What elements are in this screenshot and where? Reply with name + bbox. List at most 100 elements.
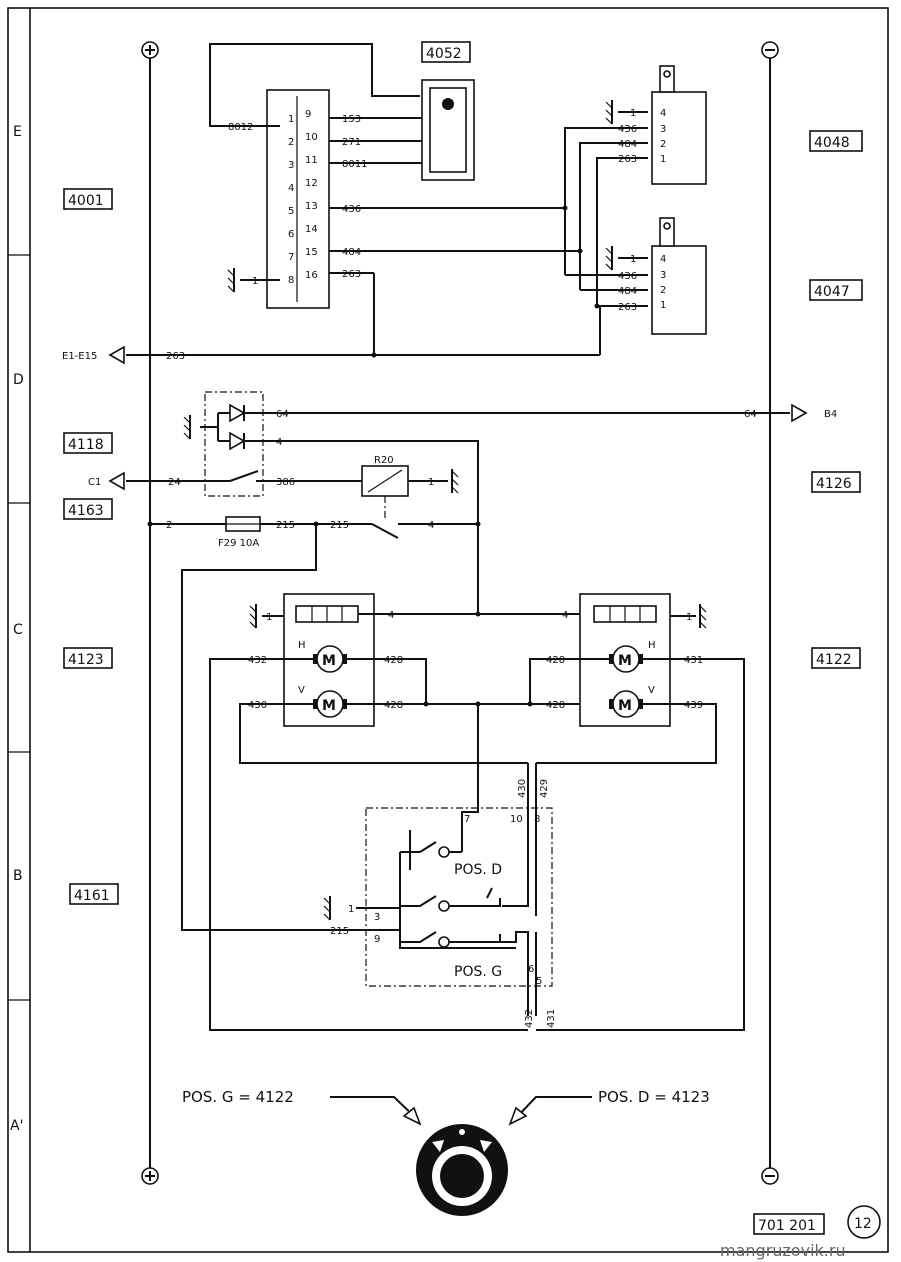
- relay-r20: [361, 465, 409, 497]
- svg-text:1: 1: [428, 477, 434, 488]
- svg-text:436: 436: [618, 124, 637, 135]
- wire-label-263: 263: [342, 269, 361, 280]
- ref-box-4161: 4161: [69, 883, 119, 905]
- svg-text:12: 12: [305, 178, 318, 189]
- svg-text:484: 484: [618, 286, 637, 297]
- svg-text:15: 15: [305, 247, 318, 258]
- ref-box-4122: 4122: [811, 647, 861, 669]
- wire-label-436: 436: [342, 204, 361, 215]
- ref-box-4001: 4001: [63, 188, 113, 210]
- arrow-pos-d: [508, 1106, 528, 1126]
- connector-label-e1e15: E1-E15: [62, 351, 97, 362]
- wire-label-432: 432: [248, 655, 267, 666]
- svg-text:6: 6: [288, 229, 294, 240]
- svg-text:3: 3: [288, 160, 294, 171]
- wire-label-428: 428: [384, 655, 403, 666]
- svg-text:4: 4: [562, 610, 568, 621]
- svg-text:1: 1: [630, 108, 636, 119]
- unit-4052: [421, 79, 475, 181]
- wire-label-2: 2: [166, 520, 172, 531]
- svg-text:6: 6: [528, 964, 534, 975]
- svg-text:V: V: [298, 685, 305, 696]
- svg-text:V: V: [648, 685, 655, 696]
- svg-text:5: 5: [536, 976, 542, 987]
- svg-text:701 201: 701 201: [758, 1218, 816, 1234]
- wire-label-64: 64: [276, 409, 289, 420]
- contact-upper: [438, 846, 450, 858]
- ref-box-4123: 4123: [63, 647, 113, 669]
- wire-label-271: 271: [342, 137, 361, 148]
- ref-box-4052: 4052: [421, 41, 471, 63]
- zone-label-d: D: [13, 372, 24, 388]
- diode-lower: [229, 431, 246, 451]
- wire-label-439: 439: [684, 700, 703, 711]
- svg-text:7: 7: [464, 814, 470, 825]
- svg-text:428: 428: [546, 700, 565, 711]
- svg-text:2: 2: [660, 139, 666, 150]
- svg-text:M: M: [322, 653, 336, 669]
- svg-text:4: 4: [428, 520, 434, 531]
- wire-label-429: 429: [539, 779, 550, 798]
- pos-d-label: POS. D: [454, 862, 502, 878]
- wire-label-386: 386: [276, 477, 295, 488]
- svg-text:1: 1: [660, 300, 666, 311]
- svg-text:4: 4: [288, 183, 294, 194]
- ref-box-4047: 4047: [809, 279, 863, 301]
- svg-text:1: 1: [686, 612, 692, 623]
- zone-label-c: C: [13, 622, 23, 638]
- zone-label-e: E: [13, 124, 22, 140]
- pos-g-label: POS. G: [454, 964, 502, 980]
- fuse-label: F29 10A: [218, 538, 259, 549]
- svg-text:436: 436: [618, 271, 637, 282]
- contact-middle: [438, 900, 450, 912]
- sensor-4048: [651, 65, 707, 185]
- page-number: [847, 1205, 881, 1239]
- svg-text:1: 1: [630, 254, 636, 265]
- svg-text:215: 215: [330, 520, 349, 531]
- svg-text:14: 14: [305, 224, 318, 235]
- svg-text:M: M: [322, 698, 336, 714]
- zone-label-a: A': [10, 1118, 23, 1134]
- svg-text:4122: 4122: [816, 652, 852, 668]
- svg-text:2: 2: [288, 137, 294, 148]
- wire-label-8011: 8011: [342, 159, 367, 170]
- svg-text:4163: 4163: [68, 503, 104, 519]
- svg-text:H: H: [298, 640, 306, 651]
- svg-text:4: 4: [660, 108, 666, 119]
- svg-text:428: 428: [546, 655, 565, 666]
- svg-text:4: 4: [276, 437, 282, 448]
- svg-text:4123: 4123: [68, 652, 104, 668]
- svg-text:4048: 4048: [814, 135, 850, 151]
- wire-label-484: 484: [342, 247, 361, 258]
- zone-label-b: B: [13, 868, 23, 884]
- wire-label-430: 430: [248, 700, 267, 711]
- svg-text:3: 3: [374, 912, 380, 923]
- svg-text:484: 484: [618, 139, 637, 150]
- svg-text:12: 12: [854, 1216, 872, 1232]
- svg-text:8: 8: [288, 275, 294, 286]
- page-border: [7, 7, 889, 1253]
- pos-d-equation: POS. D = 4123: [598, 1088, 710, 1106]
- svg-text:11: 11: [305, 155, 318, 166]
- ref-box-4118: 4118: [63, 432, 113, 454]
- svg-text:M: M: [618, 653, 632, 669]
- svg-text:1: 1: [348, 904, 354, 915]
- svg-text:4052: 4052: [426, 46, 462, 62]
- connector-arrow-b4: [791, 403, 808, 423]
- module-4118: [204, 391, 264, 497]
- mirror-selector-knob: [416, 1124, 508, 1216]
- svg-text:9: 9: [305, 109, 311, 120]
- wire-label-431: 431: [684, 655, 703, 666]
- svg-text:4047: 4047: [814, 284, 850, 300]
- svg-text:1: 1: [266, 612, 272, 623]
- svg-text:1: 1: [252, 276, 258, 287]
- svg-text:4: 4: [660, 254, 666, 265]
- svg-text:4: 4: [388, 610, 394, 621]
- svg-text:8: 8: [534, 814, 540, 825]
- wire-label-8012: 8012: [228, 122, 253, 133]
- ref-box-4163: 4163: [63, 498, 113, 520]
- connector-4001: [266, 89, 330, 309]
- diode-upper: [229, 403, 246, 423]
- svg-text:4001: 4001: [68, 193, 104, 209]
- svg-text:4126: 4126: [816, 476, 852, 492]
